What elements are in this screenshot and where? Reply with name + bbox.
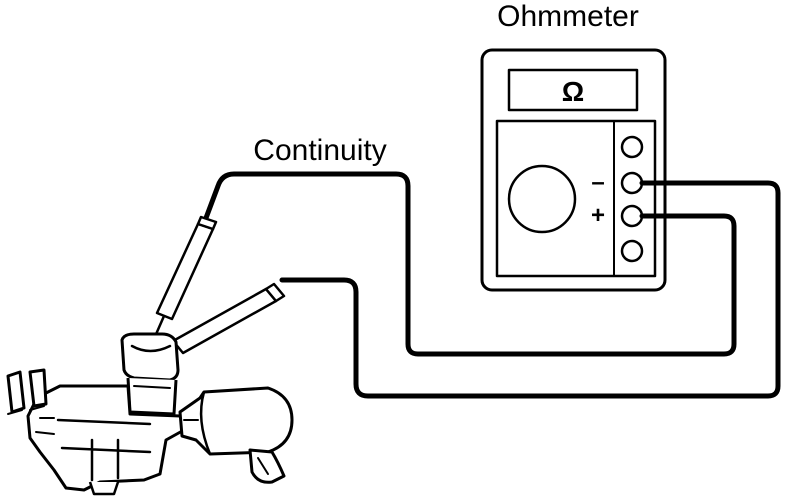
ohm-symbol: Ω — [562, 76, 584, 107]
ohmmeter: Ohmmeter Ω – + — [480, 0, 667, 292]
lead-wire-minus — [279, 180, 781, 399]
ohmmeter-label: Ohmmeter — [497, 0, 639, 33]
terminal-4 — [620, 239, 644, 263]
terminal-1 — [620, 135, 644, 159]
minus-label: – — [591, 169, 604, 196]
ohmmeter-display — [507, 68, 639, 112]
continuity-label: Continuity — [253, 134, 386, 167]
tested-component — [6, 332, 294, 496]
terminal-minus — [620, 171, 644, 195]
probe-upper — [148, 215, 218, 350]
terminal-plus — [620, 204, 644, 228]
plus-label: + — [591, 202, 605, 229]
test-leads — [203, 171, 781, 399]
lead-wire-plus — [203, 171, 737, 357]
ohmmeter-dial — [507, 164, 577, 234]
